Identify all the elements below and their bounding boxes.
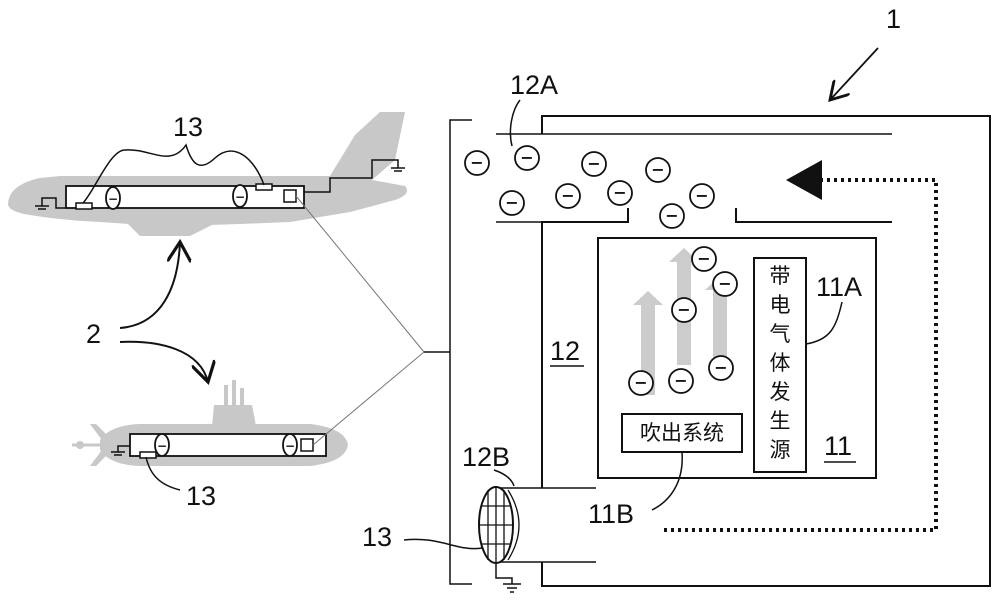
device-ion-sign-3: − (651, 160, 664, 179)
label-chamber-12: 12 (550, 336, 580, 366)
device-ion-sign-9: − (697, 249, 710, 268)
device-ion-sign-12: − (634, 373, 647, 392)
source-leader (805, 301, 843, 345)
submarine-13-leader (145, 456, 181, 491)
inlet-leader (509, 99, 521, 147)
device-ion-sign-1: − (520, 148, 533, 167)
device-ion-7 (689, 183, 715, 209)
device-ion-3 (645, 157, 671, 183)
device-ion-sign-10: − (718, 274, 731, 293)
connector-airplane (295, 195, 425, 353)
circulation-flow (664, 160, 938, 532)
grille-13-leader (403, 538, 483, 550)
label-unit-11: 11 (824, 431, 852, 461)
charged-gas-source-text: 带 电 气 体 发 生 源 (770, 264, 791, 462)
device-ion-sign-7: − (695, 186, 708, 205)
airplane-device-box (283, 189, 297, 203)
device-ion-9 (691, 246, 717, 272)
source-char-1: 带 (770, 264, 791, 288)
submarine-device-box (300, 438, 314, 452)
submarine-sail (212, 405, 256, 426)
device-ion-0 (464, 150, 490, 176)
device-arrow (830, 47, 879, 100)
device-ion-sign-11: − (677, 300, 690, 319)
vehicle-ion-sign-0: − (108, 192, 118, 206)
device-ion-13 (668, 368, 694, 394)
airplane-ground-wire (41, 197, 66, 209)
vehicle-arrow-up (119, 242, 180, 329)
airplane (8, 112, 408, 236)
blower-system-label: 吹出系统 (640, 421, 724, 445)
vehicle-ion-0 (105, 186, 121, 210)
airplane-tail-ground-wire (304, 159, 399, 193)
source-char-5: 发 (770, 380, 791, 404)
source-char-3: 气 (770, 322, 791, 346)
label-source-11a: 11A (816, 272, 862, 302)
device: −−−−−−−−−−−−−−−−−−− 带 电 气 体 发 生 源 吹出系统 (105, 47, 991, 593)
source-char-2: 电 (770, 293, 791, 317)
airplane-13-leader (82, 143, 265, 204)
label-blower-11b: 11B (588, 499, 634, 529)
device-ion-sign-14: − (714, 358, 727, 377)
device-bracket (424, 119, 472, 585)
device-ion-10 (712, 271, 738, 297)
submarine-tail-fins (90, 424, 108, 466)
submarine (72, 380, 348, 491)
outlet-grille (478, 486, 521, 593)
device-ion-4 (499, 190, 525, 216)
source-char-6: 生 (770, 409, 791, 433)
outlet-12b-leader (493, 469, 515, 487)
vehicle-ion-sign-2: − (157, 439, 167, 453)
device-ion-sign-5: − (561, 186, 574, 205)
device-ion-sign-13: − (674, 371, 687, 390)
device-ion-2 (581, 151, 607, 177)
label-airplane-13: 13 (173, 112, 203, 142)
label-submarine-13: 13 (186, 481, 216, 511)
vehicle-ion-1 (232, 184, 248, 208)
connector-submarine (312, 351, 425, 446)
charged-gas-source-box (753, 257, 807, 473)
ion-group: −−−−−−−−−−−−−−−−−−− (105, 145, 738, 457)
vehicle-ion-sign-1: − (235, 190, 245, 204)
device-ion-1 (514, 145, 540, 171)
device-ion-sign-0: − (470, 153, 483, 172)
device-ion-sign-6: − (613, 183, 626, 202)
vehicle-arrow-down (119, 340, 208, 382)
vehicle-ion-sign-3: − (285, 439, 295, 453)
vehicle-ion-3 (282, 433, 298, 457)
device-ion-12 (628, 370, 654, 396)
device-ion-sign-4: − (505, 193, 518, 212)
device-ion-8 (659, 203, 685, 229)
submarine-discharge-port (139, 451, 157, 459)
label-outlet-12b: 12B (462, 442, 510, 472)
label-grille-13: 13 (362, 522, 392, 552)
device-ion-11 (671, 297, 697, 323)
label-device-1: 1 (886, 4, 901, 34)
airplane-wing (120, 216, 230, 236)
device-ion-5 (555, 183, 581, 209)
vehicle-ion-2 (154, 433, 170, 457)
device-ion-6 (607, 180, 633, 206)
device-ion-sign-2: − (587, 154, 600, 173)
device-ion-14 (708, 355, 734, 381)
source-char-4: 体 (770, 351, 791, 375)
label-vehicles-2: 2 (86, 319, 101, 349)
blower-system-box (621, 413, 743, 453)
submarine-duct (129, 433, 327, 457)
label-inlet-12a: 12A (510, 70, 558, 100)
device-ion-sign-8: − (665, 206, 678, 225)
device-housing (541, 115, 991, 587)
airplane-discharge-port-left (75, 202, 93, 210)
blower-leader (651, 451, 683, 511)
source-char-7: 源 (770, 438, 791, 462)
